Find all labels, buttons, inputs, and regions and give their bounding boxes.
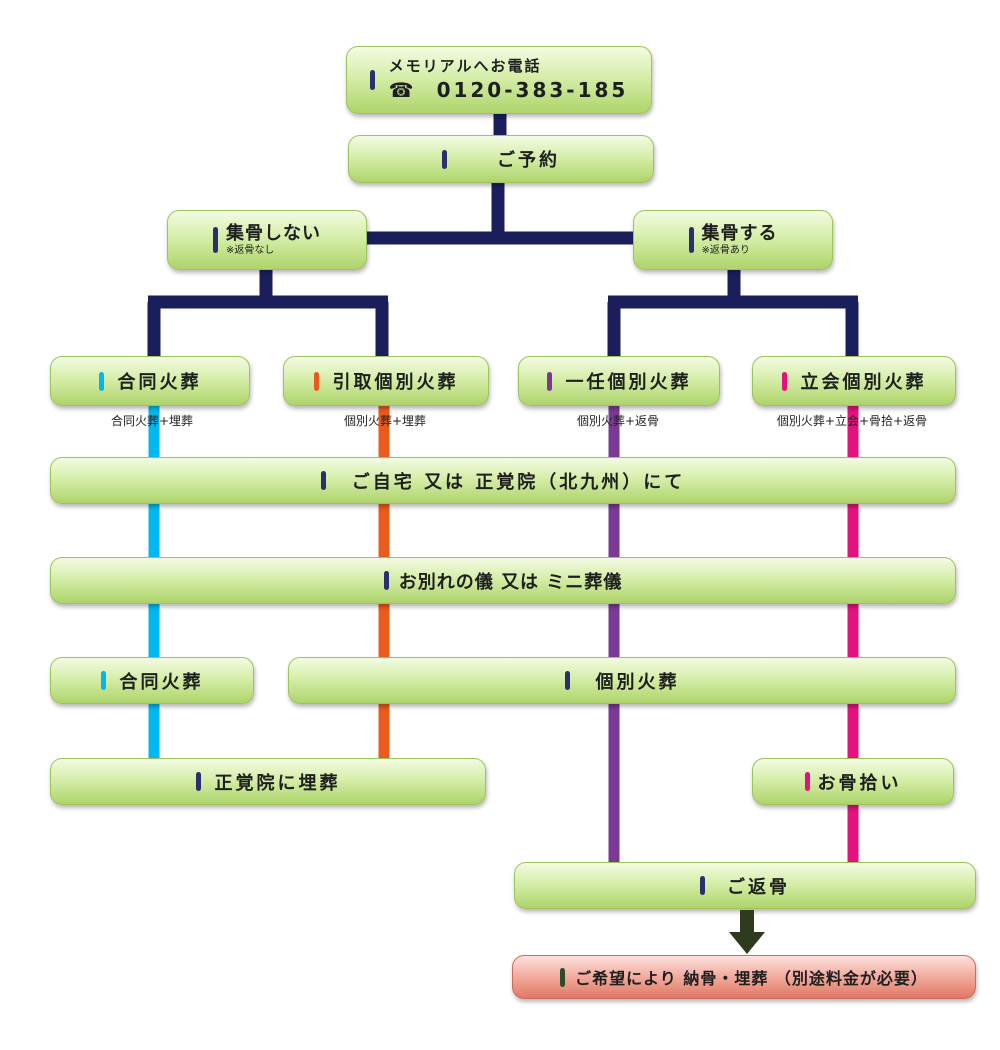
farewell-ceremony-label: お別れの儀 又は ミニ葬儀 — [398, 571, 623, 593]
connector-collect-plans — [607, 268, 859, 360]
bone-return-note: ※返骨あり — [701, 244, 750, 256]
dark-marker-icon — [560, 967, 566, 987]
plan-joint-cremation-label: 合同火葬 — [117, 372, 202, 393]
navy-marker-icon — [320, 471, 326, 490]
burial-option-label: ご希望により 納骨・埋葬 （別途料金が必要） — [575, 969, 928, 988]
navy-marker-icon — [213, 227, 218, 253]
individual-cremation-box: 個別火葬 — [288, 657, 956, 704]
orange-marker-icon — [313, 371, 319, 391]
individual-cremation-label: 個別火葬 — [595, 671, 680, 693]
call-memorial-label: メモリアルへお電話 — [388, 56, 542, 75]
navy-marker-icon — [688, 227, 694, 253]
purple-marker-icon — [546, 371, 552, 391]
bone-return-label: ご返骨 — [727, 876, 790, 898]
no-bone-return-note: ※返骨なし — [226, 244, 275, 256]
navy-marker-icon — [383, 571, 389, 590]
bone-pickup-label: お骨拾い — [817, 772, 902, 794]
cyan-marker-icon — [100, 671, 106, 690]
joint-cremation-box: 合同火葬 — [50, 657, 254, 704]
bone-return-box: ご返骨 — [514, 862, 976, 909]
reservation-label: ご予約 — [497, 150, 560, 171]
plan-joint-cremation[interactable]: 合同火葬 — [50, 356, 250, 406]
pink-marker-icon — [804, 772, 810, 791]
plan-attended-individual-cremation-label: 立会個別火葬 — [800, 372, 927, 393]
no-bone-collection-label: 集骨しない — [226, 222, 321, 244]
plan-note-joint: 合同火葬+埋葬 — [110, 414, 194, 428]
navy-marker-icon — [442, 149, 447, 169]
navy-marker-icon — [564, 671, 570, 690]
plan-pickup-individual-cremation-label: 引取個別火葬 — [332, 372, 459, 393]
bone-pickup-box: お骨拾い — [752, 758, 954, 805]
navy-marker-icon — [369, 70, 375, 90]
joint-cremation-label: 合同火葬 — [119, 671, 204, 693]
temple-burial-label: 正覚院に埋葬 — [214, 772, 341, 794]
phone-icon: ☎ — [388, 78, 417, 103]
plan-note-pickup: 個別火葬+埋葬 — [343, 414, 427, 428]
connector-no-collect-plans — [147, 268, 389, 360]
plan-pickup-individual-cremation[interactable]: 引取個別火葬 — [283, 356, 489, 406]
phone-number[interactable]: 0120-383-185 — [436, 78, 629, 103]
pink-marker-icon — [781, 371, 787, 391]
plan-entrusted-individual-cremation[interactable]: 一任個別火葬 — [518, 356, 720, 406]
plan-attended-individual-cremation[interactable]: 立会個別火葬 — [752, 356, 956, 406]
burial-option-box: ご希望により 納骨・埋葬 （別途料金が必要） — [512, 955, 976, 999]
plan-note-entrusted: 個別火葬+返骨 — [576, 414, 660, 428]
no-bone-collection-box: 集骨しない ※返骨なし — [167, 210, 367, 270]
connector-reserve-branches — [360, 180, 635, 245]
plan-note-attended: 個別火葬+立会+骨拾+返骨 — [776, 414, 928, 428]
bone-collection-box: 集骨する ※返骨あり — [633, 210, 833, 270]
plan-entrusted-individual-cremation-label: 一任個別火葬 — [565, 372, 692, 393]
reservation-box: ご予約 — [348, 135, 654, 183]
navy-marker-icon — [700, 876, 705, 895]
location-box: ご自宅 又は 正覚院（北九州）にて — [50, 457, 956, 504]
temple-burial-box: 正覚院に埋葬 — [50, 758, 486, 805]
navy-marker-icon — [195, 772, 201, 791]
location-label: ご自宅 又は 正覚院（北九州）にて — [351, 471, 686, 493]
down-arrow-icon — [729, 910, 765, 954]
bone-collection-label: 集骨する — [701, 222, 778, 244]
cyan-marker-icon — [98, 371, 104, 391]
call-memorial-box: メモリアルへお電話 ☎ 0120-383-185 — [346, 46, 652, 114]
farewell-ceremony-box: お別れの儀 又は ミニ葬儀 — [50, 557, 956, 604]
